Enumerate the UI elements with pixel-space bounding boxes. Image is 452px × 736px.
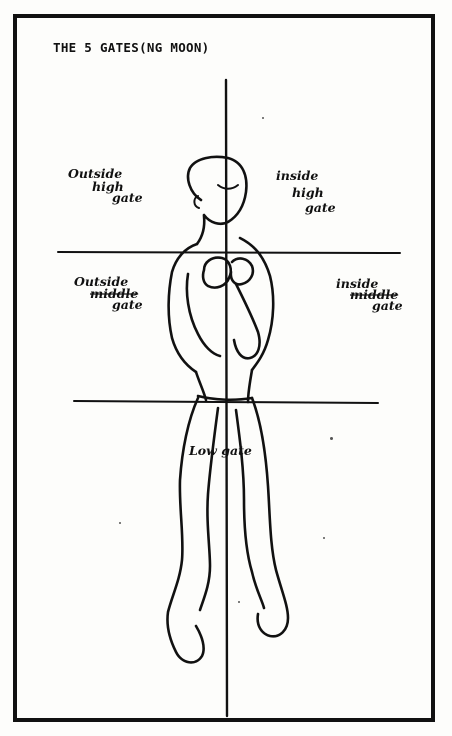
scan-speck: [238, 601, 240, 603]
figure-left-shoulder: [169, 244, 197, 372]
inside-middle-gate-label-line3: gate: [372, 298, 403, 313]
outside-middle-gate-label-line3: gate: [112, 297, 143, 312]
figure-brow: [218, 185, 238, 189]
figure-right-fist: [231, 259, 253, 285]
figure-neck: [197, 216, 204, 244]
vertical-center-line: [226, 80, 227, 716]
figure-right-arm: [234, 284, 260, 358]
scan-speck: [323, 537, 325, 539]
figure-left-leg-inner: [200, 408, 218, 610]
scan-speck: [330, 437, 333, 440]
upper-horizontal-line: [58, 252, 400, 253]
inside-high-gate-label-line1: inside: [276, 168, 318, 183]
low-gate-label: Low gate: [188, 443, 252, 458]
figure-right-leg: [252, 398, 288, 636]
inside-high-gate-label-line3: gate: [305, 200, 336, 215]
figure-right-leg-inner: [236, 410, 264, 608]
scan-speck: [119, 522, 121, 524]
lower-horizontal-line: [74, 401, 378, 403]
scan-speck: [262, 117, 264, 119]
figure-head: [188, 157, 246, 224]
figure-left-arm: [187, 274, 220, 356]
outside-high-gate-label-line3: gate: [112, 190, 143, 205]
figure-left-leg: [167, 398, 203, 662]
inside-high-gate-label-line2: high: [292, 185, 324, 200]
